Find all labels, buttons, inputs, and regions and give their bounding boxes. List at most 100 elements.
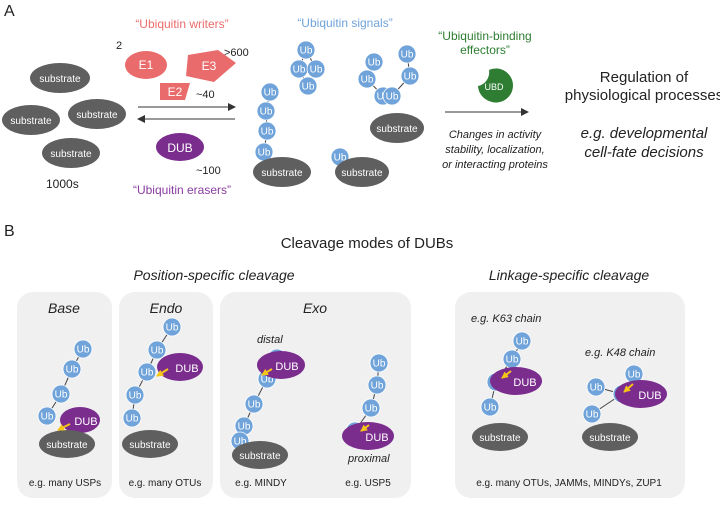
ubiquitin-label: Ub — [261, 375, 274, 386]
substrate-blob: substrate — [582, 423, 638, 451]
ubiquitin — [364, 52, 384, 72]
ubiquitin-label: Ub — [141, 368, 154, 379]
svg-text:DUB: DUB — [275, 361, 298, 373]
ubiquitin — [256, 101, 276, 121]
substrate-blob: substrate — [472, 423, 528, 451]
effectors-title: effectors” — [460, 43, 510, 57]
svg-text:substrate: substrate — [39, 74, 81, 85]
effectors-title: “Ubiquitin-binding — [438, 29, 531, 43]
ubiquitin-label: Ub — [260, 107, 273, 118]
substrate-blob: substrate — [68, 99, 126, 129]
ubiquitin-label: Ub — [404, 72, 417, 83]
svg-text:substrate: substrate — [46, 440, 88, 451]
regulation-title: physiological processes — [565, 87, 720, 104]
ub-chain: UbUbUbUbUbUbUbUbUbUbUbUbUbUbUb — [254, 40, 420, 167]
signals-title: “Ubiquitin signals” — [297, 16, 392, 30]
ubiquitin-label: Ub — [264, 88, 277, 99]
ubiquitin-label: Ub — [310, 65, 323, 76]
erasers-title: “Ubiquitin erasers” — [133, 183, 231, 197]
ubiquitin-label: Ub — [516, 337, 529, 348]
panel-b-title: Cleavage modes of DUBs — [281, 235, 454, 252]
substrate-blob: substrate — [2, 105, 60, 135]
substrate-blob: substrate — [370, 113, 424, 143]
svg-text:substrate: substrate — [10, 116, 52, 127]
ubiquitin — [244, 394, 264, 414]
dub-enzyme: DUB — [342, 422, 394, 450]
ubiquitin-label: Ub — [484, 403, 497, 414]
ubiquitin — [296, 40, 316, 60]
substrate-blob: substrate — [42, 138, 100, 168]
ubiquitin — [298, 76, 318, 96]
ubiquitin — [382, 86, 402, 106]
e1-count: 2 — [116, 40, 122, 52]
ubiquitin-label: Ub — [258, 148, 271, 159]
svg-text:substrate: substrate — [376, 124, 418, 135]
exo-title: Exo — [303, 300, 327, 316]
ubiquitin — [73, 339, 93, 359]
dub-enzyme: DUB — [615, 380, 667, 408]
ubiquitin — [137, 362, 157, 382]
linkage-example: e.g. many OTUs, JAMMs, MINDYs, ZUP1 — [476, 478, 662, 489]
svg-text:substrate: substrate — [341, 168, 383, 179]
ubiquitin — [357, 69, 377, 89]
k63-label: e.g. K63 chain — [471, 313, 541, 325]
ubiquitin-label: Ub — [334, 153, 347, 164]
ubiquitin-label: Ub — [41, 412, 54, 423]
svg-text:substrate: substrate — [239, 451, 281, 462]
ubiquitin-label: Ub — [368, 58, 381, 69]
dub-enzyme: DUB — [156, 133, 204, 161]
position-title: Position-specific cleavage — [133, 267, 294, 283]
ubiquitin — [122, 408, 142, 428]
svg-text:E1: E1 — [139, 58, 154, 72]
ubiquitin — [586, 377, 606, 397]
e2-enzyme: E2 — [160, 83, 190, 100]
svg-text:DUB: DUB — [167, 141, 192, 155]
ubiquitin-label: Ub — [373, 359, 386, 370]
ubiquitin-label: Ub — [386, 92, 399, 103]
ubiquitin-label: Ub — [151, 346, 164, 357]
svg-text:DUB: DUB — [74, 416, 97, 428]
ubiquitin — [361, 398, 381, 418]
distal-label: distal — [257, 334, 283, 346]
dub-count: ~100 — [196, 165, 221, 177]
ubiquitin-label: Ub — [234, 437, 247, 448]
ubiquitin — [397, 44, 417, 64]
ubiquitin — [147, 340, 167, 360]
svg-text:E2: E2 — [168, 85, 183, 99]
svg-text:UBD: UBD — [484, 82, 504, 92]
ubiquitin-label: Ub — [365, 404, 378, 415]
base-example: e.g. many USPs — [29, 478, 101, 489]
k48-label: e.g. K48 chain — [585, 347, 655, 359]
ubiquitin — [260, 82, 280, 102]
ubiquitin — [257, 121, 277, 141]
svg-text:substrate: substrate — [76, 110, 118, 121]
regulation-example: cell-fate decisions — [584, 144, 704, 161]
e1-enzyme: E1 — [125, 51, 167, 79]
usp5-example: e.g. USP5 — [345, 478, 391, 489]
substrate-blob: substrate — [232, 441, 288, 469]
e2-count: ~40 — [196, 89, 215, 101]
mindy-example: e.g. MINDY — [235, 478, 287, 489]
ubiquitin — [306, 59, 326, 79]
ubiquitin-label: Ub — [166, 323, 179, 334]
ubiquitin — [512, 331, 532, 351]
e3-enzyme: E3 — [186, 50, 236, 82]
substrates-count: 1000s — [46, 177, 79, 191]
ubiquitin-label: Ub — [628, 370, 641, 381]
cleavage-arrow-icon — [501, 370, 512, 379]
svg-text:DUB: DUB — [365, 432, 388, 444]
ubiquitin-label: Ub — [238, 422, 251, 433]
svg-text:substrate: substrate — [50, 149, 92, 160]
ubiquitin-label: Ub — [371, 381, 384, 392]
substrate-blob: substrate — [253, 157, 311, 187]
ubiquitin-label: Ub — [401, 50, 414, 61]
linkage-title: Linkage-specific cleavage — [489, 267, 650, 283]
svg-text:substrate: substrate — [479, 433, 521, 444]
dub-enzyme: DUB — [490, 367, 542, 395]
e3-count: >600 — [224, 47, 249, 59]
ubiquitin-label: Ub — [302, 82, 315, 93]
ubiquitin-label: Ub — [248, 400, 261, 411]
endo-example: e.g. many OTUs — [129, 478, 202, 489]
ubiquitin — [400, 66, 420, 86]
